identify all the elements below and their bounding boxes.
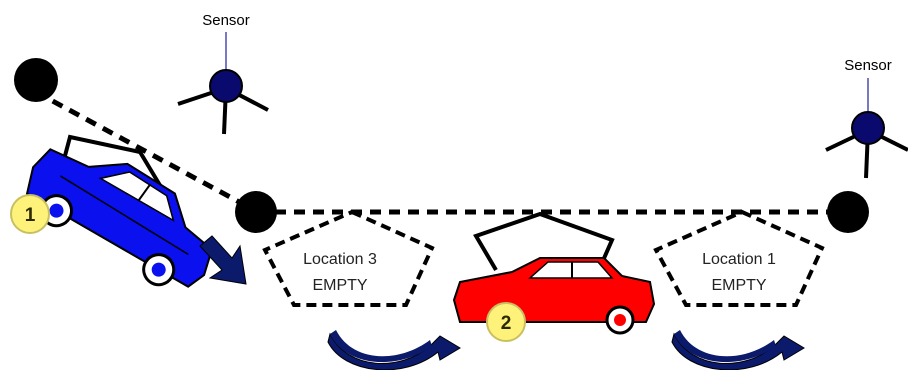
detection-frame bbox=[473, 211, 615, 273]
car-badge-number: 1 bbox=[25, 205, 36, 226]
location-name: Location 1 bbox=[702, 251, 776, 268]
location-status: EMPTY bbox=[711, 277, 766, 294]
car-badge bbox=[486, 302, 526, 342]
node-circle-middle bbox=[235, 191, 277, 233]
sensor-label: Sensor bbox=[844, 57, 892, 74]
car-1: 1 bbox=[10, 134, 214, 288]
sensor-icon bbox=[209, 69, 243, 103]
car-badge bbox=[10, 194, 50, 234]
sensor-icon bbox=[851, 111, 885, 145]
move-arrow-right bbox=[671, 330, 805, 370]
car-badge-number: 2 bbox=[501, 313, 512, 334]
location-3-slot: Location 3 EMPTY bbox=[262, 209, 435, 307]
node-circle-top-left bbox=[14, 58, 58, 102]
dashed-link-left bbox=[34, 89, 256, 213]
car-2: 2 bbox=[452, 211, 656, 342]
entry-arrow bbox=[199, 235, 247, 285]
sensor-left: Sensor bbox=[177, 12, 269, 135]
location-name: Location 3 bbox=[303, 251, 377, 268]
location-status: EMPTY bbox=[312, 277, 367, 294]
sensor-label: Sensor bbox=[202, 12, 250, 29]
sensor-right: Sensor bbox=[825, 57, 908, 179]
move-arrow-left bbox=[327, 330, 461, 370]
node-circle-right bbox=[827, 191, 869, 233]
location-1-slot: Location 1 EMPTY bbox=[653, 209, 825, 307]
